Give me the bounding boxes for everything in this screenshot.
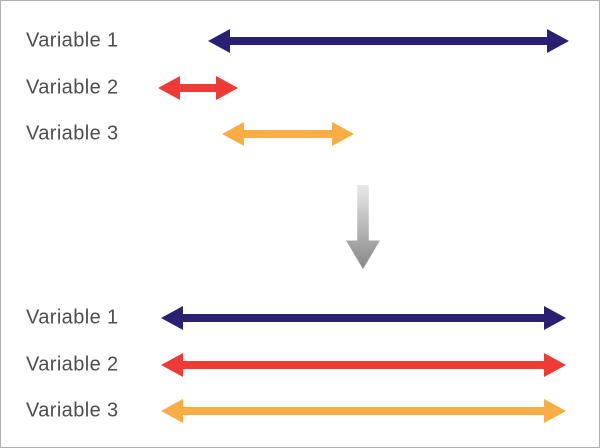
row-variable-2-after: Variable 2: [1, 353, 599, 377]
range-arrow: [161, 306, 566, 330]
arrow-shaft: [180, 407, 547, 415]
down-arrow-icon: [346, 185, 380, 269]
row-variable-2-before: Variable 2: [1, 76, 599, 100]
row-variable-1-before: Variable 1: [1, 29, 599, 53]
row-label: Variable 1: [26, 29, 119, 52]
row-label: Variable 3: [26, 122, 119, 145]
range-arrow: [158, 76, 238, 100]
arrow-shaft: [227, 37, 550, 45]
range-arrow: [161, 399, 566, 423]
arrow-shaft: [177, 84, 219, 92]
arrow-shaft: [241, 130, 335, 138]
arrow-shaft: [180, 361, 547, 369]
range-arrow: [222, 122, 354, 146]
row-label: Variable 1: [26, 306, 119, 329]
row-label: Variable 3: [26, 399, 119, 422]
range-arrow: [208, 29, 569, 53]
row-variable-3-before: Variable 3: [1, 122, 599, 146]
row-label: Variable 2: [26, 76, 119, 99]
row-label: Variable 2: [26, 353, 119, 376]
range-arrow: [161, 353, 566, 377]
arrow-shaft: [180, 314, 547, 322]
row-variable-1-after: Variable 1: [1, 306, 599, 330]
row-variable-3-after: Variable 3: [1, 399, 599, 423]
